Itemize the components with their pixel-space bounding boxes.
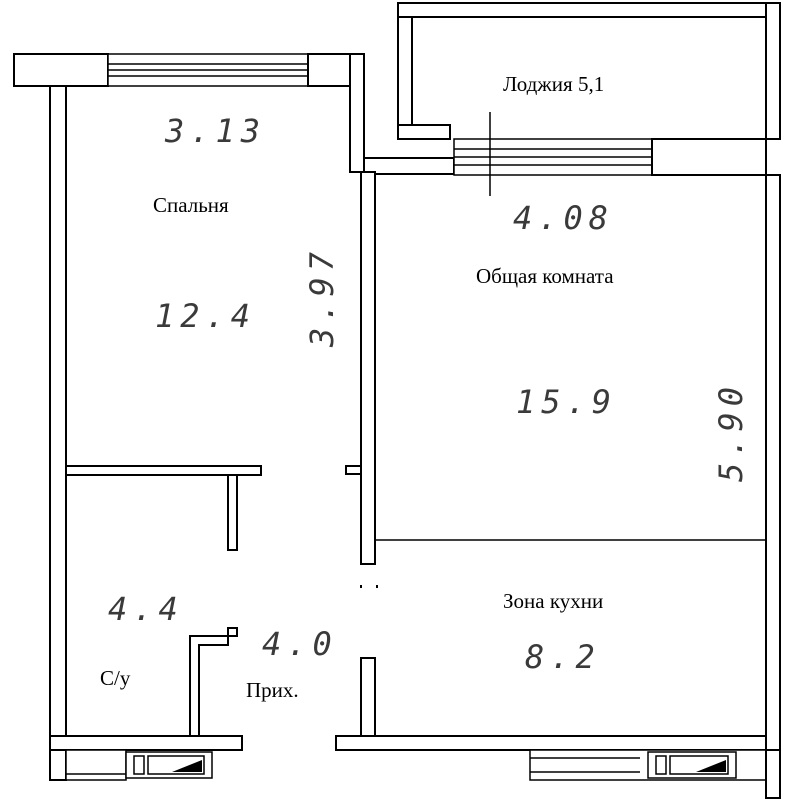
hall-marker-left (360, 585, 362, 588)
loggia-top-wall (397, 2, 781, 18)
loggia-right-wall (765, 2, 781, 140)
top-wall-bedroom (13, 53, 365, 87)
bedroom-depth: 3.97 (303, 246, 341, 348)
bathroom-inner-wall (189, 627, 238, 737)
living-name: Общая комната (476, 264, 614, 288)
partition-stub (345, 465, 362, 475)
living-top-wall-left (363, 157, 455, 175)
bathroom-area: 4.4 (108, 590, 184, 628)
kitchen-name: Зона кухни (503, 589, 603, 613)
bottom-wall-right (335, 735, 767, 751)
living-width: 4.08 (513, 199, 614, 237)
living-area: 15.9 (516, 383, 617, 421)
loggia-bottom-left-wall (397, 124, 451, 140)
partition-bath-stub (227, 474, 238, 551)
partition-bedroom-bath (65, 465, 262, 476)
partition-hall-kitchen (360, 657, 376, 737)
loggia-left-wall (397, 2, 413, 140)
bedroom-area: 12.4 (155, 297, 256, 335)
loggia (397, 2, 781, 140)
hall-name: Прих. (246, 678, 299, 702)
living-top-wall-right (651, 138, 767, 176)
bedroom-name: Спальня (153, 193, 229, 217)
hall-marker-right (376, 585, 378, 588)
bottom-wall-left (49, 735, 243, 751)
living-depth: 5.90 (712, 381, 750, 482)
kitchen-area: 8.2 (525, 638, 601, 676)
partition-bedroom-living (360, 171, 376, 565)
left-exterior-wall (49, 85, 67, 737)
bathroom-name: С/у (100, 666, 131, 690)
top-wall-living (363, 112, 767, 196)
top-wall-left-segment (13, 53, 109, 87)
hall-area: 4.0 (262, 625, 338, 663)
bedroom-width: 3.13 (164, 112, 266, 150)
loggia-name: Лоджия 5,1 (503, 72, 604, 96)
kitchen-window (529, 749, 781, 799)
right-exterior-wall (765, 174, 781, 796)
bathroom-window (49, 749, 213, 781)
